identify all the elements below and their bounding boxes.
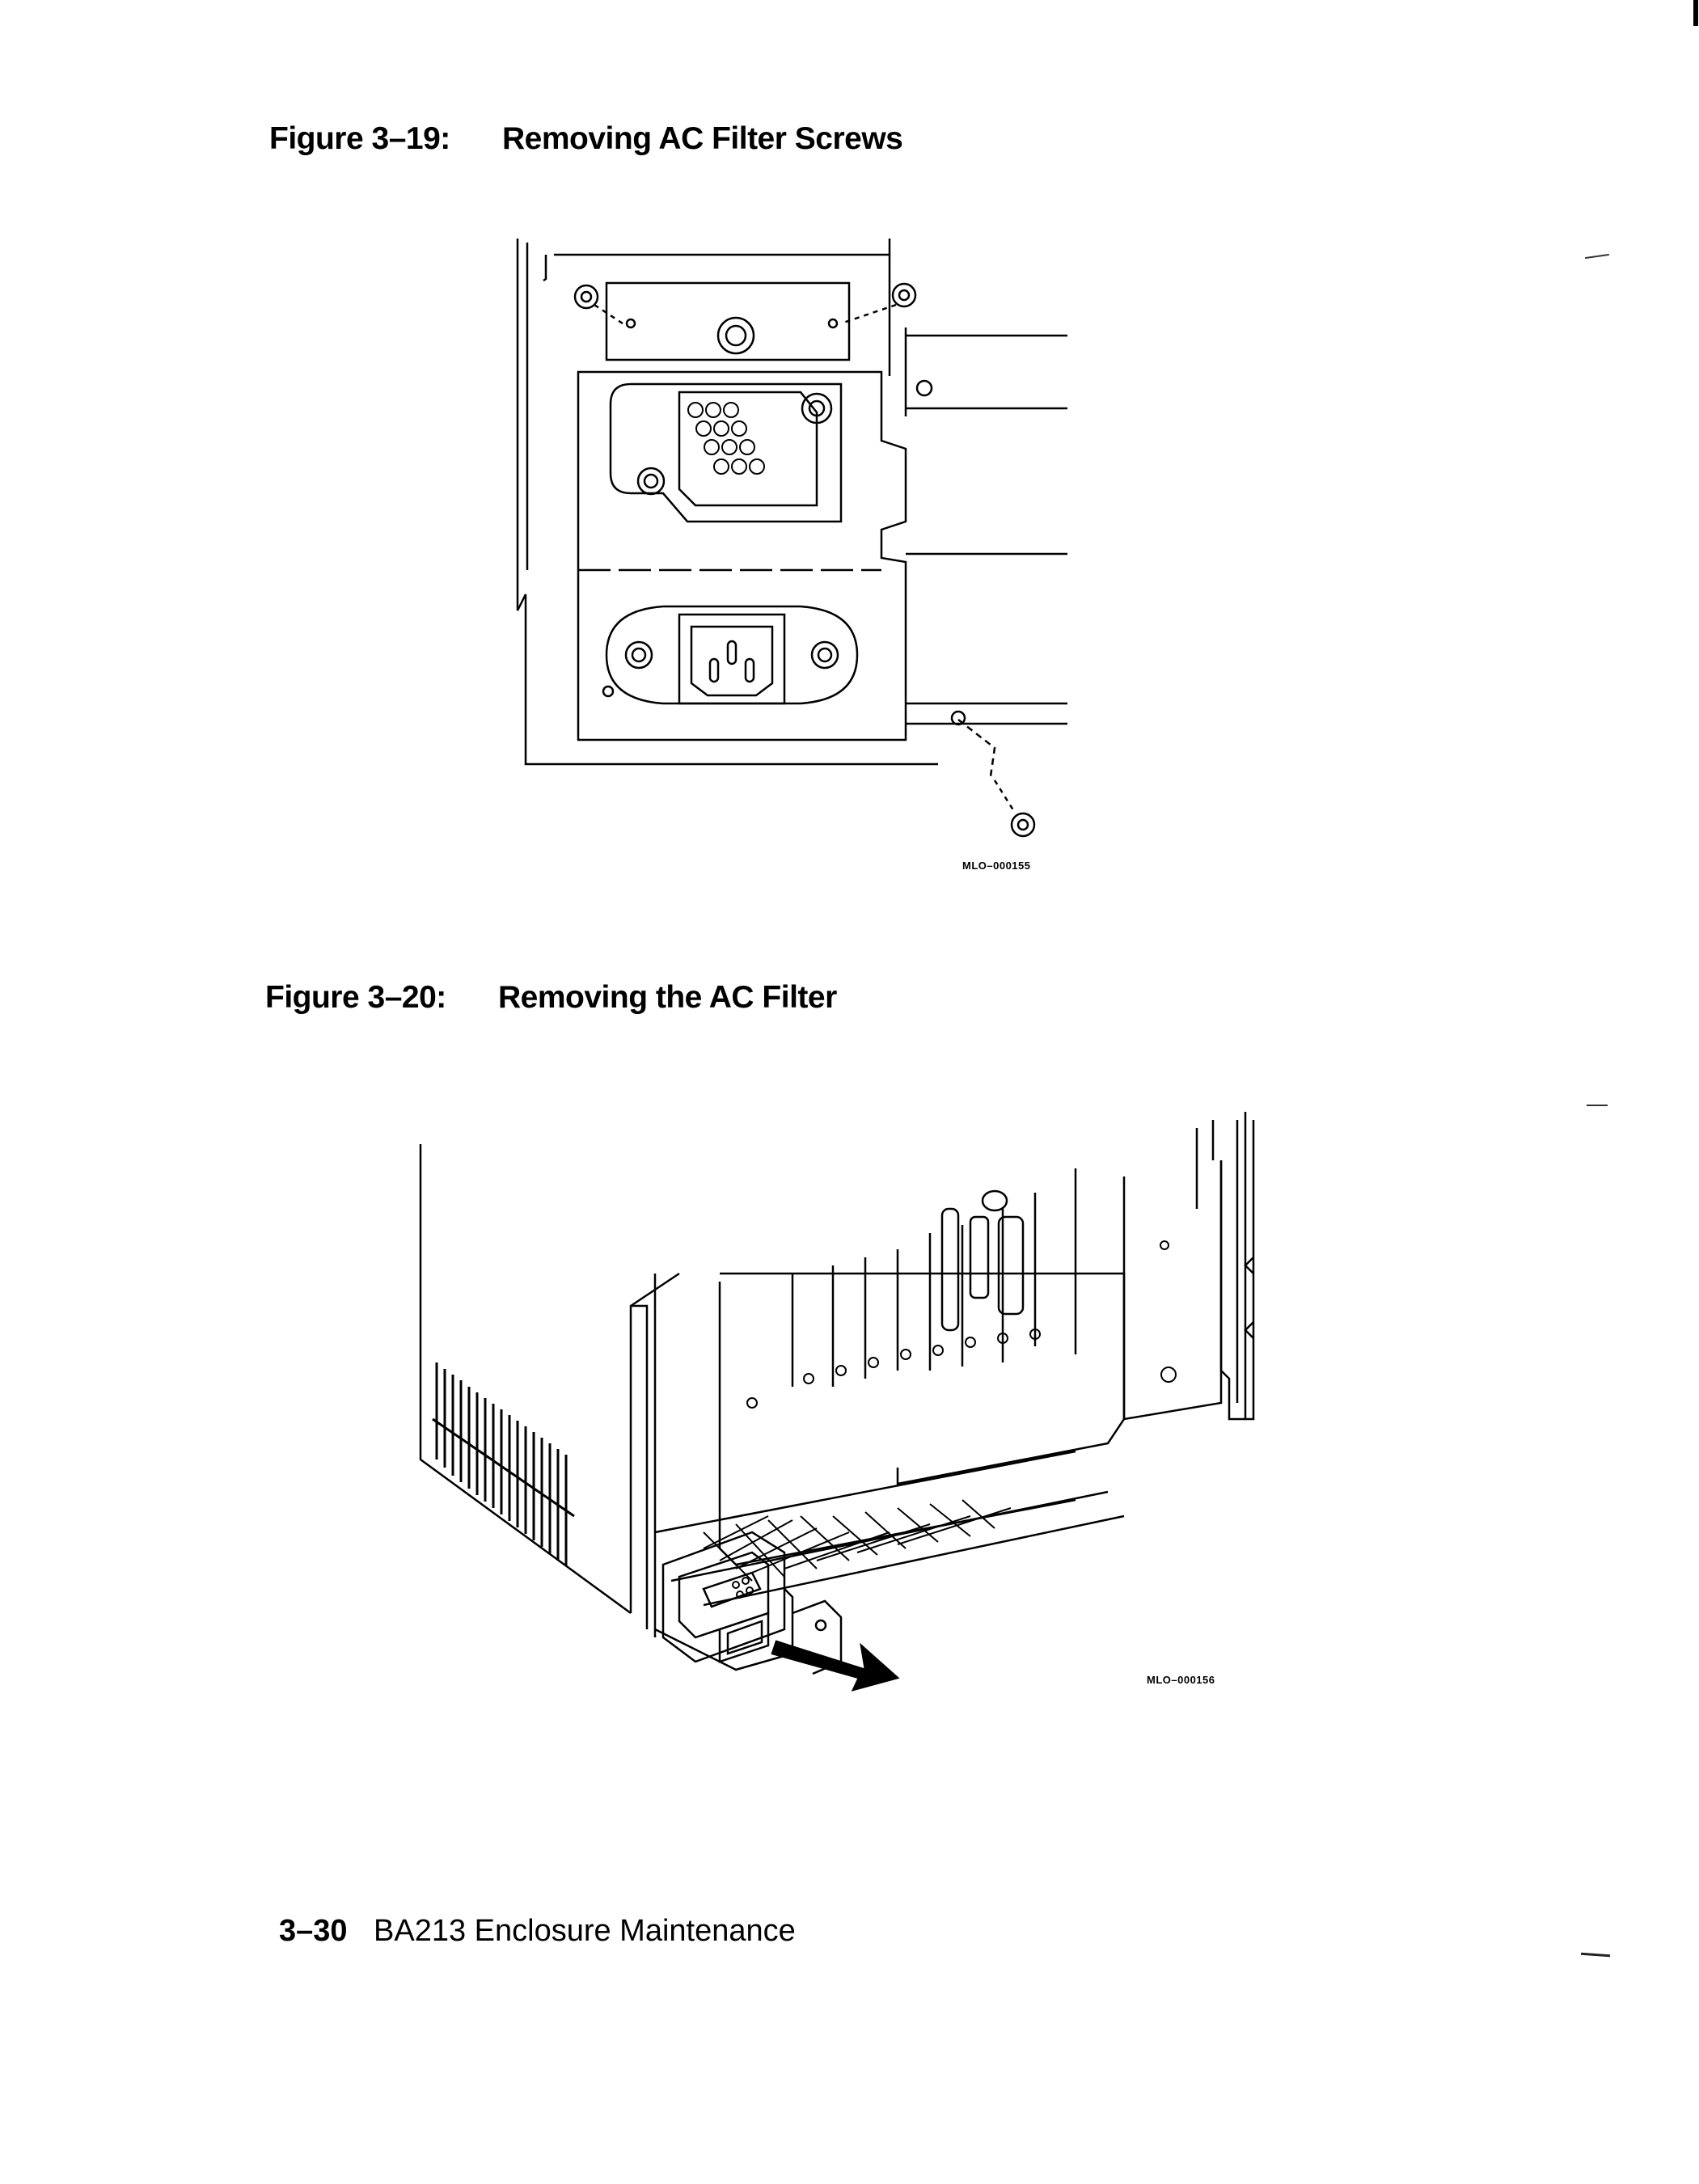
screw-left — [575, 285, 623, 323]
section-title: BA213 Enclosure Maintenance — [374, 1914, 796, 1948]
margin-tick — [1580, 1952, 1611, 1958]
figure-title: Removing the AC Filter — [498, 980, 837, 1015]
margin-mark-top-right — [1693, 0, 1698, 26]
page-number: 3–30 — [279, 1914, 348, 1948]
figure-3-20-art-id: MLO–000156 — [1147, 1674, 1215, 1686]
figure-number: Figure 3–20: — [265, 980, 446, 1015]
figure-3-19-art-id: MLO–000155 — [962, 860, 1031, 872]
figure-number: Figure 3–19: — [269, 121, 450, 156]
figure-3-19-heading: Figure 3–19: Removing AC Filter Screws — [269, 121, 903, 157]
margin-tick — [1587, 1105, 1608, 1106]
margin-tick — [1585, 253, 1609, 260]
page-footer: 3–30 BA213 Enclosure Maintenance — [279, 1914, 796, 1949]
figure-title: Removing AC Filter Screws — [502, 121, 903, 156]
figure-3-20-illustration — [412, 1112, 1278, 1694]
figure-3-19-illustration — [509, 230, 1084, 877]
screw-right — [841, 284, 915, 323]
figure-3-20-heading: Figure 3–20: Removing the AC Filter — [265, 980, 837, 1016]
